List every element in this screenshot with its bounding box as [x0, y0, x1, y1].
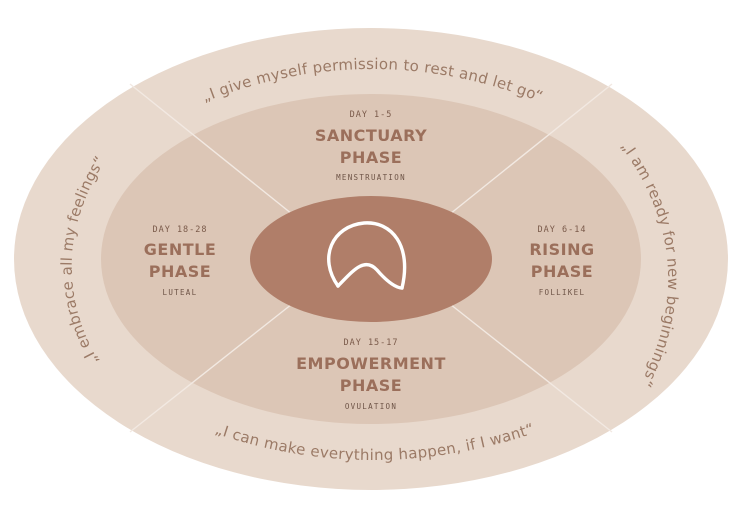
center-disc	[250, 196, 492, 322]
divider-bottom-left	[129, 303, 293, 433]
phase-empowerment-title-2: PHASE	[340, 376, 402, 395]
phase-sanctuary-title: SANCTUARY	[315, 126, 427, 145]
phase-gentle-title-2: PHASE	[149, 262, 211, 281]
divider-top-right	[449, 83, 613, 215]
phase-sanctuary-title-2: PHASE	[340, 148, 402, 167]
phase-rising-day: DAY 6-14	[538, 225, 587, 235]
phase-gentle: DAY 18-28 GENTLE PHASE LUTEAL	[144, 225, 217, 297]
phase-rising-title-2: PHASE	[531, 262, 593, 281]
phase-sanctuary: DAY 1-5 SANCTUARY PHASE MENSTRUATION	[315, 110, 427, 182]
phase-rising-subtitle: FOLLIKEL	[539, 288, 586, 297]
phase-rising: DAY 6-14 RISING PHASE FOLLIKEL	[529, 225, 594, 297]
phase-empowerment: DAY 15-17 EMPOWERMENT PHASE OVULATION	[296, 338, 446, 411]
phase-rising-title: RISING	[529, 240, 594, 259]
phase-empowerment-subtitle: OVULATION	[345, 402, 397, 411]
divider-bottom-right	[449, 303, 613, 433]
phase-sanctuary-day: DAY 1-5	[350, 110, 393, 120]
phase-empowerment-title: EMPOWERMENT	[296, 354, 446, 373]
phase-gentle-title: GENTLE	[144, 240, 217, 259]
phase-empowerment-day: DAY 15-17	[343, 338, 398, 348]
phase-gentle-subtitle: LUTEAL	[163, 288, 198, 297]
wave-arc-logo-icon	[327, 221, 407, 290]
divider-top-left	[129, 83, 293, 215]
quadrant-dividers	[129, 83, 613, 433]
phase-sanctuary-subtitle: MENSTRUATION	[336, 173, 406, 182]
phase-gentle-day: DAY 18-28	[152, 225, 207, 235]
